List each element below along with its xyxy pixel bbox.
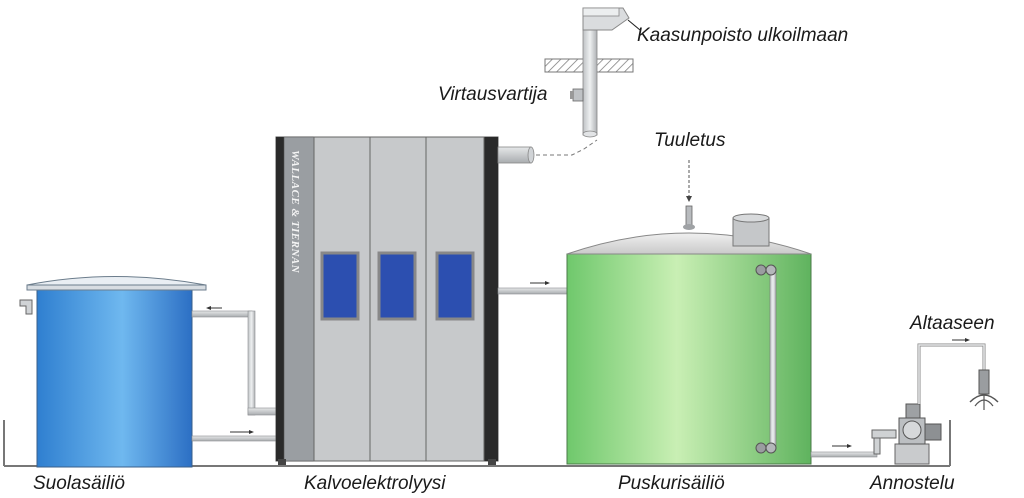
label-dosing: Annostelu	[870, 473, 955, 494]
exhaust-stack	[544, 7, 641, 138]
dosing-pump	[871, 338, 999, 465]
buffer-tank	[566, 160, 812, 465]
electrolysis-cabinet: WALLACE & TIERNAN	[275, 136, 499, 465]
dosing-feed-pipe	[810, 444, 878, 458]
cabinet-windows	[320, 251, 475, 321]
product-pipe	[497, 281, 569, 295]
label-electrolysis: Kalvoelektrolyysi	[304, 473, 446, 494]
label-to-pool: Altaaseen	[910, 313, 995, 334]
label-flow-guard: Virtausvartija	[438, 84, 548, 105]
brand-text: WALLACE & TIERNAN	[289, 150, 301, 274]
gas-outlet-pipe	[497, 139, 598, 164]
label-gas-exhaust: Kaasunpoisto ulkoilmaan	[637, 25, 849, 46]
brine-tank	[19, 276, 207, 468]
label-buffer-tank: Puskurisäiliö	[618, 473, 725, 494]
label-brine-tank: Suolasäiliö	[33, 473, 125, 494]
label-vent: Tuuletus	[654, 130, 726, 151]
brine-feed-pipe	[191, 306, 277, 442]
